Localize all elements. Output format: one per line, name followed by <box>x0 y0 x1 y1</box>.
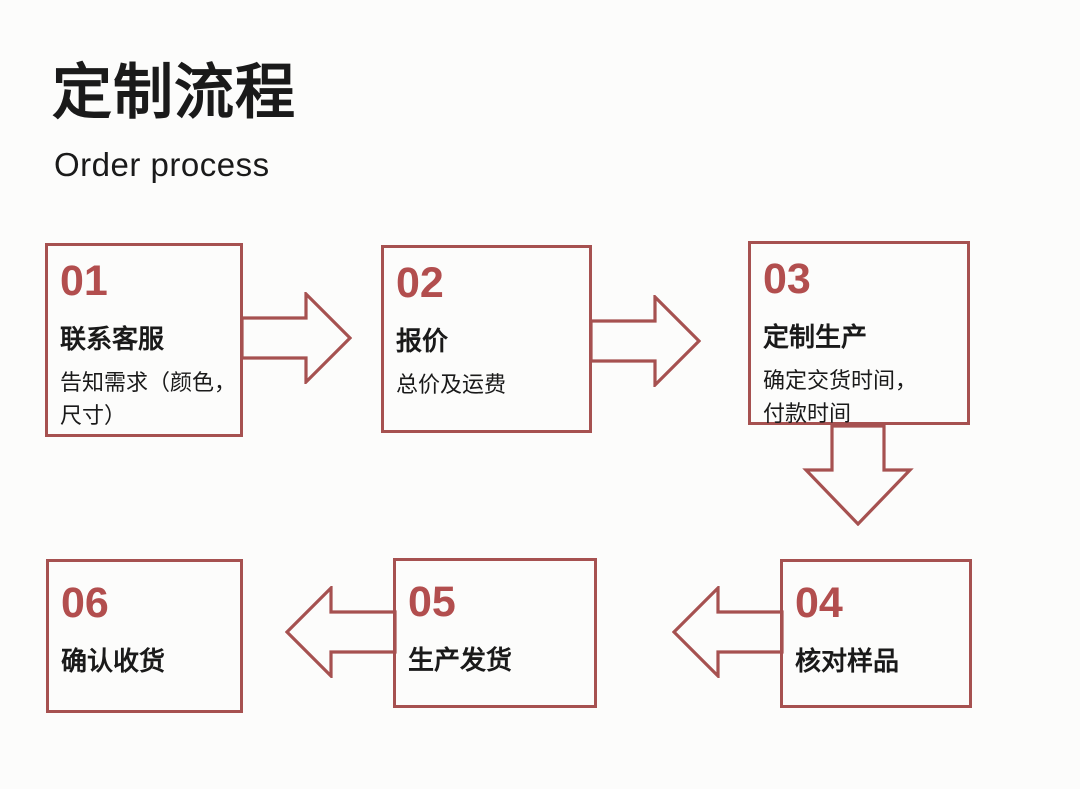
step-title: 定制生产 <box>763 322 868 353</box>
step-box-03: 03 定制生产 确定交货时间，付款时间 <box>748 241 970 426</box>
step-desc: 总价及运费 <box>396 372 507 398</box>
arrow-down-icon <box>802 424 914 526</box>
step-title: 确认收货 <box>61 646 166 677</box>
arrow-left-icon <box>672 586 784 678</box>
step-box-06: 06 确认收货 <box>46 559 243 713</box>
step-title: 核对样品 <box>795 646 900 677</box>
step-number: 04 <box>795 579 843 627</box>
step-number: 02 <box>396 259 444 307</box>
step-number: 06 <box>61 579 109 627</box>
step-title: 报价 <box>396 326 449 357</box>
arrow-left-icon <box>285 586 397 678</box>
step-box-01: 01 联系客服 告知需求（颜色，尺寸） <box>45 243 243 437</box>
step-box-02: 02 报价 总价及运费 <box>381 245 592 433</box>
step-number: 03 <box>763 255 811 303</box>
arrow-right-icon <box>589 295 701 387</box>
step-box-04: 04 核对样品 <box>780 559 972 708</box>
step-number: 05 <box>408 578 456 626</box>
step-box-05: 05 生产发货 <box>393 558 597 708</box>
step-number: 01 <box>60 257 108 305</box>
step-title: 生产发货 <box>408 645 513 676</box>
step-desc: 告知需求（颜色，尺寸） <box>60 370 237 429</box>
step-desc: 确定交货时间，付款时间 <box>763 368 918 427</box>
arrow-right-icon <box>240 292 352 384</box>
page-title: 定制流程 <box>52 59 296 126</box>
step-title: 联系客服 <box>60 324 165 355</box>
page-subtitle: Order process <box>54 146 270 183</box>
